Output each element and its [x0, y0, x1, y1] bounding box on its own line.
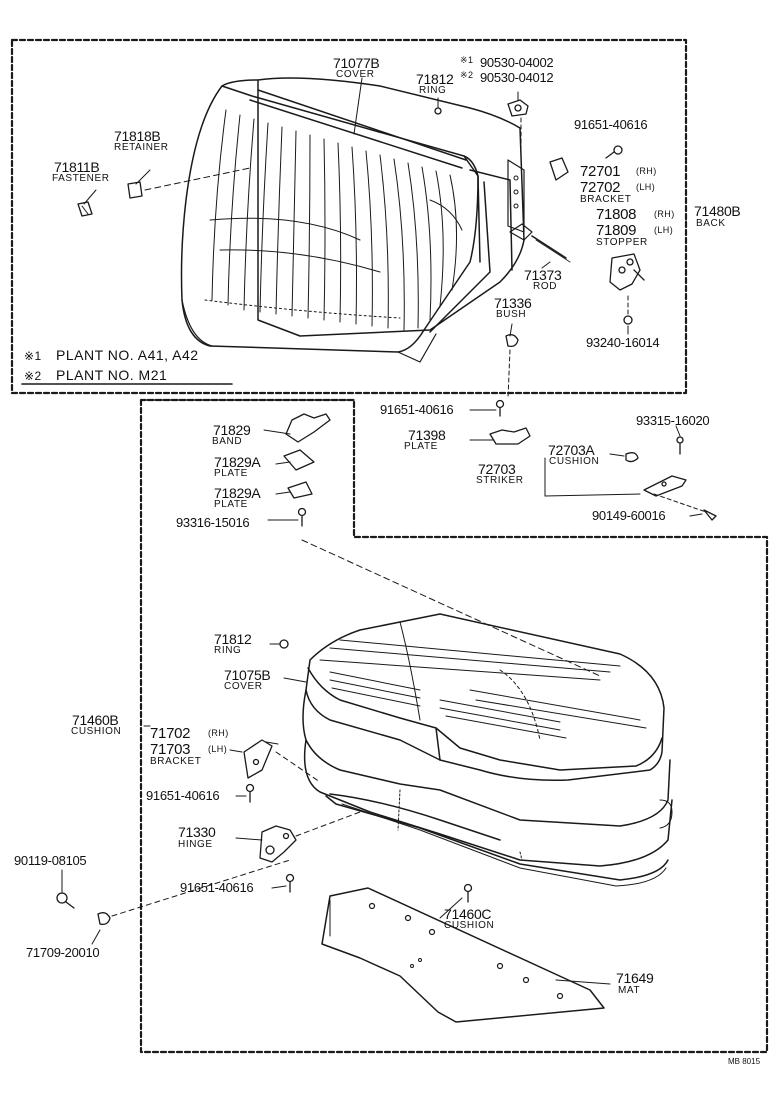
bracket-lh-tag: (LH)	[636, 182, 656, 192]
mark-1: ※1	[460, 55, 474, 65]
back-name: BACK	[696, 218, 726, 229]
cushion-c-number: 71460C	[444, 906, 492, 922]
cushion-assy-name: CUSHION	[71, 726, 122, 737]
stopper-rh-tag: (RH)	[654, 209, 675, 219]
bush-number: 71336	[494, 295, 532, 311]
mat-name: MAT	[618, 985, 641, 996]
ring-bottom-number: 71812	[214, 631, 252, 647]
band-name: BAND	[212, 436, 243, 447]
note-1-mark: ※1	[24, 349, 42, 363]
mark-2: ※2	[460, 70, 474, 80]
small-parts-middle	[283, 399, 717, 527]
bolt-91651-40616-c: 91651-40616	[146, 788, 220, 803]
stopper-name: STOPPER	[596, 237, 648, 248]
note-1-text: PLANT NO. A41, A42	[56, 347, 199, 363]
bracket-rh-number: 72701	[580, 163, 621, 180]
back-number: 71480B	[694, 203, 741, 219]
seat-back-drawing	[180, 77, 571, 363]
bush-name: BUSH	[496, 309, 527, 320]
retainer-number: 71818B	[114, 128, 161, 144]
bracket2-lh-tag: (LH)	[208, 744, 228, 754]
bolt-90149-60016: 90149-60016	[592, 508, 666, 523]
ring-top-name: RING	[419, 85, 447, 96]
rod-name: ROD	[533, 281, 558, 292]
screw-90119-08105: 90119-08105	[14, 853, 87, 868]
striker-name: STRIKER	[476, 475, 524, 486]
plate-a2-number: 71829A	[214, 485, 261, 501]
bolt-93315-16020: 93315-16020	[636, 413, 710, 428]
cover-back-number: 71077B	[333, 55, 380, 71]
bracket2-rh-number: 71702	[150, 725, 191, 742]
clip-71709-20010: 71709-20010	[26, 945, 100, 960]
rod-number: 71373	[524, 267, 562, 283]
bolt-93240-16014: 93240-16014	[586, 335, 660, 350]
plate-a1-name: PLATE	[214, 468, 248, 479]
cushion-c-name: CUSHION	[444, 920, 495, 931]
bracket2-lh-number: 71703	[150, 741, 191, 758]
ring-top-number: 71812	[416, 71, 454, 87]
bolt-91651-40616-a: 91651-40616	[574, 117, 648, 132]
bolt-91651-40616-d: 91651-40616	[180, 880, 254, 895]
seat-cushion-drawing	[302, 613, 673, 887]
bolt-90530-04002: 90530-04002	[480, 55, 554, 70]
bolt-90530-04012: 90530-04012	[480, 70, 554, 85]
bolt-93316-15016: 93316-15016	[176, 515, 250, 530]
note-2-text: PLANT NO. M21	[56, 367, 168, 383]
plate-a2-name: PLATE	[214, 499, 248, 510]
upper-frame	[10, 38, 688, 395]
bracket2-name: BRACKET	[150, 756, 202, 767]
band-number: 71829	[213, 422, 251, 438]
hinge-number: 71330	[178, 824, 216, 840]
plate-71398-number: 71398	[408, 427, 446, 443]
small-parts-top	[77, 99, 645, 348]
note-2-mark: ※2	[24, 369, 42, 383]
cover-back-name: COVER	[336, 69, 375, 80]
mat-drawing	[321, 887, 605, 1023]
cushion-assy-number: 71460B	[72, 712, 119, 728]
leaders-middle	[263, 409, 707, 677]
stopper-rh-number: 71808	[596, 206, 637, 223]
retainer-name: RETAINER	[114, 142, 169, 153]
fastener-number: 71811B	[54, 159, 100, 175]
bracket-name: BRACKET	[580, 194, 632, 205]
leaders-upper	[83, 77, 687, 399]
plate-71398-name: PLATE	[404, 441, 438, 452]
cushion-72703a-number: 72703A	[548, 442, 595, 458]
cover-seat-name: COVER	[224, 681, 263, 692]
figure-code: MB 8015	[728, 1057, 761, 1066]
stopper-lh-tag: (LH)	[654, 225, 674, 235]
mat-number: 71649	[616, 970, 654, 986]
bolt-91651-40616-b: 91651-40616	[380, 402, 454, 417]
cover-seat-number: 71075B	[224, 667, 271, 683]
fastener-name: FASTENER	[52, 173, 110, 184]
hinge-name: HINGE	[178, 839, 213, 850]
leaders-lower	[61, 643, 611, 985]
bracket2-rh-tag: (RH)	[208, 728, 229, 738]
bracket-rh-tag: (RH)	[636, 166, 657, 176]
ring-bottom-name: RING	[214, 645, 242, 656]
small-parts-lower	[56, 639, 473, 926]
stopper-lh-number: 71809	[596, 222, 637, 239]
bracket-lh-number: 72702	[580, 179, 621, 196]
plate-a1-number: 71829A	[214, 454, 261, 470]
cushion-72703a-name: CUSHION	[549, 456, 600, 467]
striker-number: 72703	[478, 461, 516, 477]
